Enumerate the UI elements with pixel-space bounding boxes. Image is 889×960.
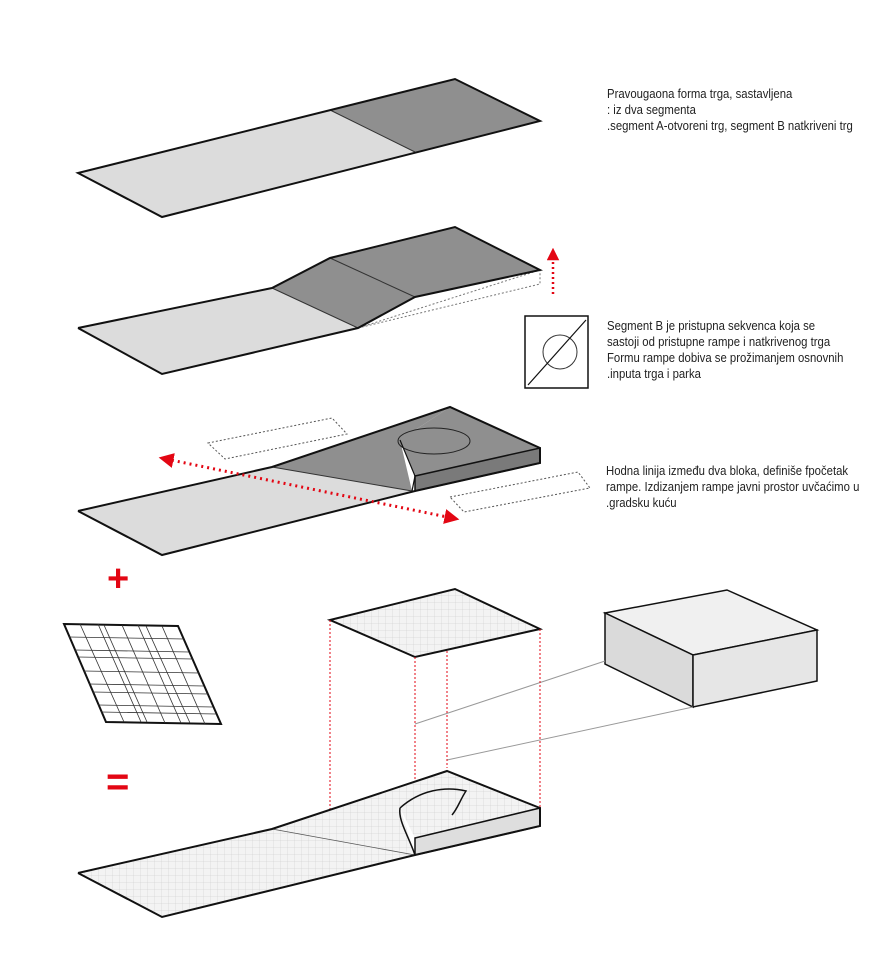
ramp-opening (397, 427, 471, 455)
final-outline (77, 769, 541, 919)
step1-plaza (75, 77, 543, 219)
ramp-surface (272, 258, 415, 328)
caption-step2-line3: Formu rampe dobiva se prožimanjem osnovn… (607, 350, 844, 365)
plaza-outline (75, 77, 543, 219)
ramp-base-line (271, 287, 359, 329)
caption-step1-line2: : iz dva segmenta (607, 102, 696, 117)
park-grid-input (62, 622, 223, 726)
caption-step2-line2: sastoji od pristupne rampe i natkrivenog… (607, 334, 831, 349)
caption-step2-line1: Segment B je pristupna sekvenca koja se (607, 318, 816, 333)
final-slope-line (271, 828, 416, 856)
box-right (692, 629, 818, 708)
caption-step1: Pravougaona forma trga, sastavljena : iz… (607, 86, 853, 134)
slab-top-grid (326, 587, 544, 659)
caption-step2-line4: .inputa trga i parka (607, 366, 701, 381)
caption-step1-line3: .segment A-otvoreni trg, segment B natkr… (607, 118, 853, 133)
segment-a-open-square (78, 110, 415, 217)
ramp-outline (77, 225, 543, 376)
symbol-circle (542, 334, 578, 370)
final-ground-grid (78, 829, 415, 917)
projection-line-1 (414, 660, 606, 725)
city-house-volume (414, 589, 820, 761)
segment-divider (329, 109, 416, 153)
final-ramp-grid (272, 771, 447, 855)
segment-a-ground (78, 288, 358, 374)
projection-line-2 (446, 706, 694, 761)
equals-symbol: = (106, 760, 130, 804)
ramp-hinge-line (329, 257, 416, 298)
caption-step2: Segment B je pristupna sekvenca koja se … (607, 318, 843, 382)
ramp-symbol-square (524, 315, 589, 389)
caption-step1-line1: Pravougaona forma trga, sastavljena (607, 86, 793, 101)
ground-outline-dotted (357, 269, 541, 329)
final-composite (77, 769, 541, 919)
step3-walkline (77, 405, 591, 557)
caption-step3-line1: Hodna linija između dva bloka, definiše … (606, 463, 849, 478)
park-grid-outline (62, 622, 223, 726)
floating-slab (326, 587, 544, 659)
walk-line-arrow (158, 453, 460, 524)
caption-step3-line3: .gradsku kuću (606, 495, 677, 510)
plus-symbol: + (107, 558, 130, 600)
final-ramp-cut (399, 807, 416, 856)
final-ramp-curve (399, 788, 468, 816)
final-platform-top (400, 771, 540, 838)
caption-step3-line2: rampe. Izdizanjem rampe javni prostor uv… (606, 479, 860, 494)
symbol-diagonal (527, 319, 587, 386)
step2-ramp (77, 225, 560, 376)
caption-step3: Hodna linija između dva bloka, definiše … (606, 463, 859, 511)
park-grid-lines (68, 623, 217, 725)
